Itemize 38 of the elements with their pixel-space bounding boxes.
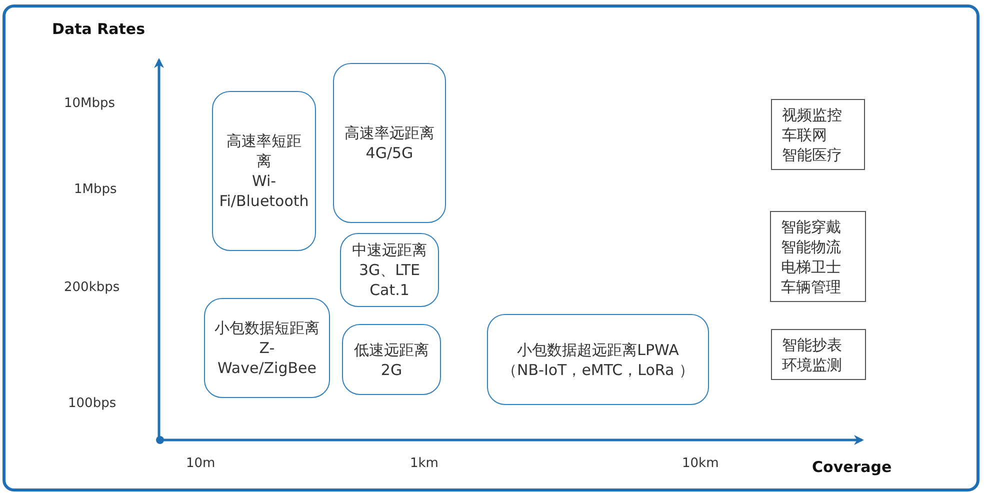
rounded-box [340,233,439,307]
tick-label: 200kbps [64,280,120,295]
tick-label: 10Mbps [64,96,116,111]
box-text: 车联网 [782,124,827,144]
box-text: 低速远距离 [354,340,429,360]
tick-label: 1Mbps [74,182,117,197]
box-text: 智能医疗 [782,144,842,164]
box-text: 智能穿戴 [781,216,841,236]
rounded-box [342,324,441,395]
rounded-box [212,91,316,251]
axis-title: Coverage [812,458,892,476]
rounded-box [204,298,330,398]
box-text: （NB-IoT，eMTC，LoRa ） [502,360,694,380]
application-box [771,99,865,170]
box-text: 4G/5G [366,143,414,163]
box-text: 电梯卫士 [781,256,841,276]
box-text: 中速远距离 [352,240,427,260]
box-text: 3G、LTE Cat.1 [358,260,422,300]
box-text: 智能抄表 [782,334,842,354]
axis-title: Data Rates [52,20,146,38]
rounded-box [487,314,709,405]
box-text: 小包数据超远距离LPWA [517,340,679,360]
box-text: 车辆管理 [781,276,841,296]
box-text: 视频监控 [782,104,842,124]
application-box [771,329,866,380]
box-text: 2G [380,360,402,380]
box-text: 高速率短距离 [226,131,302,171]
tick-label: 100bps [68,396,116,411]
box-text: 智能物流 [781,236,841,256]
box-text: 小包数据短距离Z-Wave/ZigBee [214,318,320,378]
tick-label: 10m [186,456,216,471]
rounded-box [333,63,446,223]
box-text: Wi-Fi/Bluetooth [219,171,309,211]
application-box [770,211,866,302]
tick-label: 1km [410,456,438,471]
box-text: 环境监测 [782,354,842,374]
box-text: 高速率远距离 [344,123,434,143]
tick-label: 10km [682,456,719,471]
